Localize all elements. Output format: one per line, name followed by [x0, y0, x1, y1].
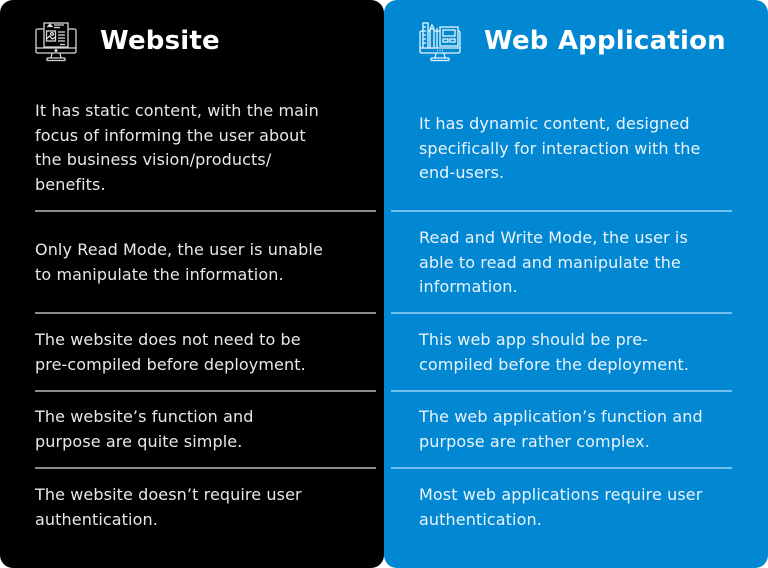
- website-row-content: It has static content, with the main foc…: [35, 99, 319, 197]
- divider: [35, 467, 376, 469]
- line: It has static content, with the main: [35, 101, 319, 120]
- line: The website’s function and: [35, 407, 254, 426]
- website-header: Website: [0, 18, 384, 68]
- webapp-row-authentication: Most web applications require user authe…: [419, 483, 702, 532]
- line: authentication.: [35, 509, 158, 529]
- divider: [391, 390, 732, 392]
- divider: [35, 210, 376, 212]
- line: The web application’s function and: [419, 407, 703, 426]
- line: compiled before the deployment.: [419, 354, 690, 374]
- divider: [35, 312, 376, 314]
- line: This web app should be pre-: [419, 330, 649, 349]
- monitor-design-tools-icon: [418, 20, 462, 64]
- line: pre-compiled before deployment.: [35, 354, 306, 374]
- line: the business vision/products/: [35, 150, 272, 169]
- webapp-row-complexity: The web application’s function and purpo…: [419, 405, 703, 454]
- webapp-card: Web Application It has dynamic content, …: [384, 0, 768, 568]
- line: purpose are rather complex.: [419, 431, 650, 451]
- webapp-row-mode: Read and Write Mode, the user is able to…: [419, 226, 688, 300]
- line: end-users.: [419, 163, 505, 182]
- line: It has dynamic content, designed: [419, 114, 690, 133]
- line: The website does not need to be: [35, 330, 301, 349]
- website-row-mode: Only Read Mode, the user is unable to ma…: [35, 238, 323, 287]
- line: able to read and manipulate the: [419, 252, 681, 272]
- website-row-complexity: The website’s function and purpose are q…: [35, 405, 253, 454]
- line: Read and Write Mode, the user is: [419, 228, 688, 247]
- website-row-compilation: The website does not need to be pre-comp…: [35, 328, 306, 377]
- webapp-row-compilation: This web app should be pre- compiled bef…: [419, 328, 689, 377]
- line: focus of informing the user about: [35, 125, 306, 145]
- line: The website doesn’t require user: [35, 485, 302, 504]
- webapp-header: Web Application: [384, 18, 768, 68]
- divider: [391, 312, 732, 314]
- monitor-website-icon: [34, 20, 78, 64]
- website-row-authentication: The website doesn’t require user authent…: [35, 483, 302, 532]
- divider: [391, 210, 732, 212]
- line: authentication.: [419, 509, 542, 529]
- divider: [35, 390, 376, 392]
- webapp-row-content: It has dynamic content, designed specifi…: [419, 112, 700, 186]
- line: information.: [419, 277, 518, 296]
- website-card: Website It has static content, with the …: [0, 0, 384, 568]
- line: to manipulate the information.: [35, 264, 284, 284]
- line: Only Read Mode, the user is unable: [35, 240, 323, 259]
- website-title: Website: [100, 26, 220, 56]
- line: specifically for interaction with the: [419, 138, 701, 158]
- line: Most web applications require user: [419, 485, 703, 504]
- line: purpose are quite simple.: [35, 431, 243, 451]
- webapp-title: Web Application: [484, 26, 726, 56]
- divider: [391, 467, 732, 469]
- line: benefits.: [35, 174, 106, 194]
